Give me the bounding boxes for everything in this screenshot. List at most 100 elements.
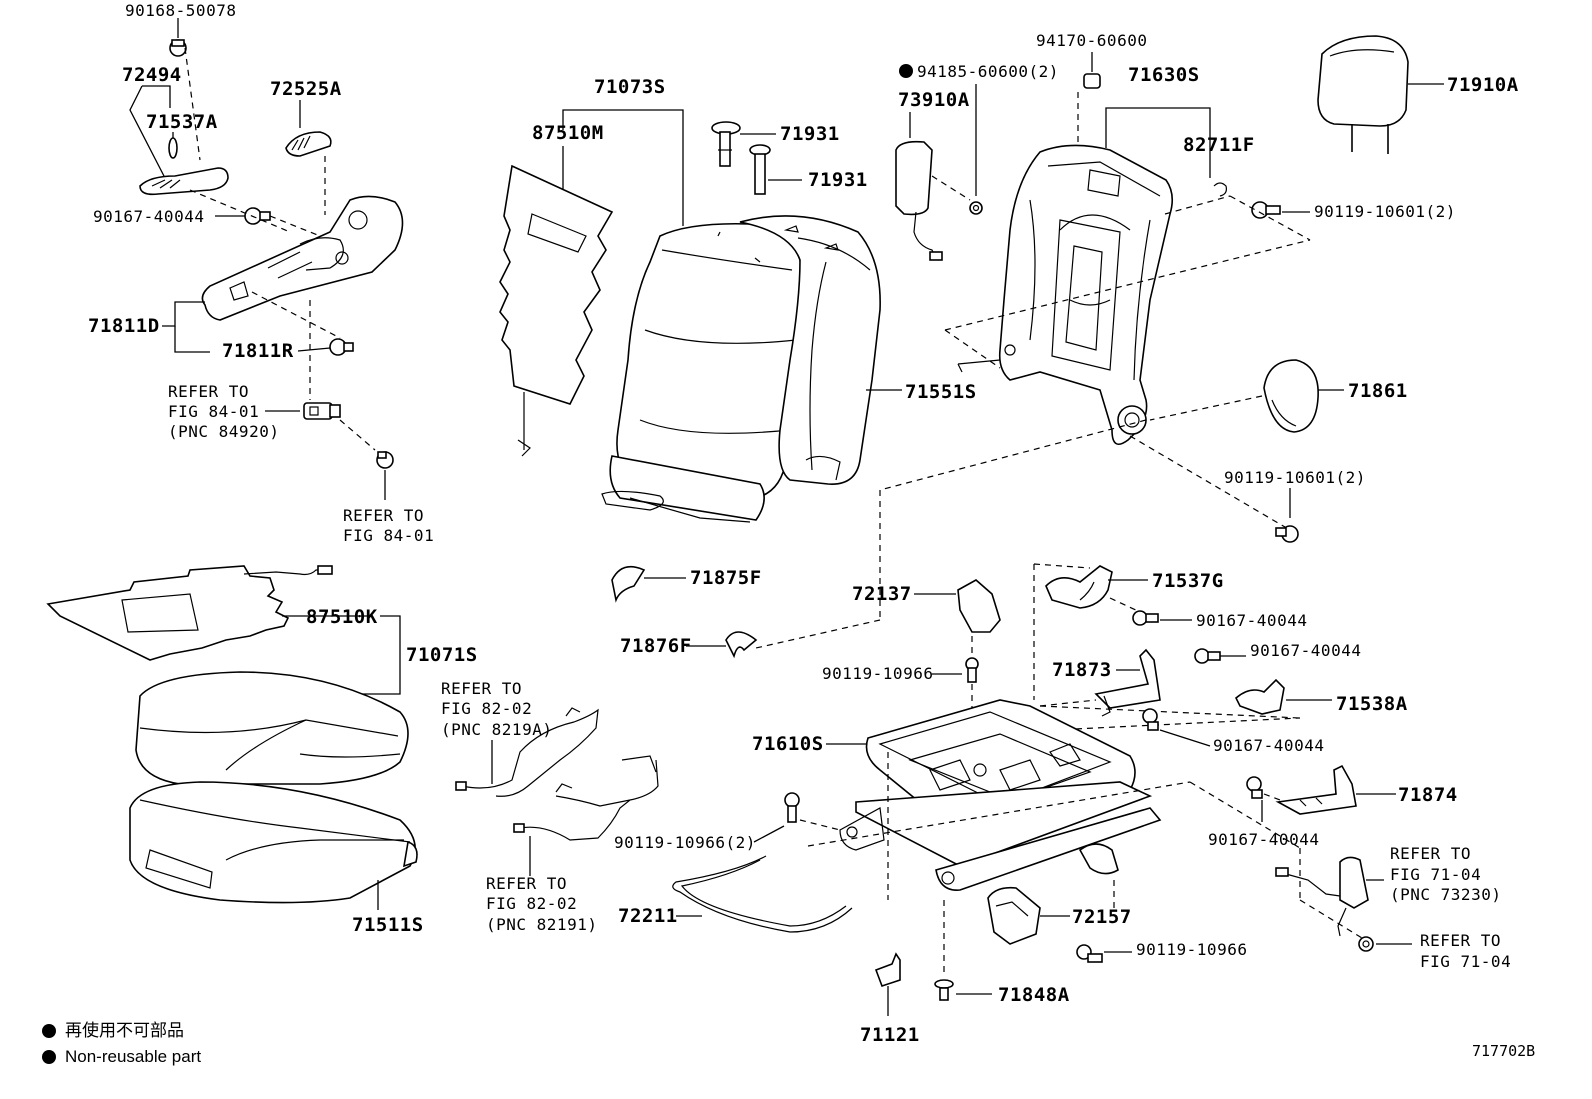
label-73910A: 73910A — [898, 89, 970, 111]
label-90119-10966-a: 90119-10966 — [822, 664, 933, 683]
nut-71-04 — [1358, 936, 1374, 952]
label-90119-10966-b: 90119-10966 — [1136, 940, 1247, 959]
label-90167-40044-c: 90167-40044 — [1250, 641, 1361, 660]
label-71874: 71874 — [1398, 784, 1458, 806]
wire-harness-82191 — [519, 755, 659, 841]
nut-94185-60600 — [969, 201, 983, 215]
side-airbag-group: 94185-60600(2) 73910A — [895, 62, 1058, 261]
label-71121: 71121 — [860, 1024, 920, 1046]
headrest-group: 71910A — [1317, 35, 1519, 154]
label-71873: 71873 — [1052, 659, 1112, 681]
cushion-cover-71071S — [135, 671, 409, 785]
legend-line-1: 再使用不可部品 — [65, 1020, 184, 1040]
label-94170-60600: 94170-60600 — [1036, 31, 1147, 50]
refer-84-01-a-line2: FIG 84-01 — [168, 402, 259, 421]
label-72525A: 72525A — [270, 78, 342, 100]
legend-dot-1 — [42, 1024, 56, 1038]
label-72494: 72494 — [122, 64, 182, 86]
label-90119-10966-2: 90119-10966(2) — [614, 833, 756, 852]
bolt-90168-50078 — [169, 39, 187, 57]
armrest-cover-72494 — [139, 167, 229, 196]
bracket-71873 — [1094, 648, 1161, 709]
refer-71-04-b-line1: REFER TO — [1420, 931, 1501, 950]
refer-71-04-a-line1: REFER TO — [1390, 844, 1471, 863]
label-90167-40044-a: 90167-40044 — [93, 207, 204, 226]
bolt-90119-10966-b — [1076, 944, 1103, 963]
headrest-guide-71931-b — [749, 144, 771, 195]
label-71551S: 71551S — [905, 381, 977, 403]
label-71511S: 71511S — [352, 914, 424, 936]
switch-connector-84920 — [303, 402, 341, 420]
bolt-90167-40044-d — [1142, 708, 1159, 731]
armrest-bracket-71811D — [201, 195, 404, 321]
label-71811D: 71811D — [88, 315, 160, 337]
bracket-71874 — [1275, 764, 1357, 815]
bracket-71121 — [874, 952, 901, 988]
bolt-90119-10966-2 — [784, 792, 800, 823]
label-90119-10601-a: 90119-10601(2) — [1314, 202, 1456, 221]
label-71630S: 71630S — [1128, 64, 1200, 86]
label-71610S: 71610S — [752, 733, 824, 755]
refer-84-01-a-line1: REFER TO — [168, 382, 249, 401]
label-71848A: 71848A — [998, 984, 1070, 1006]
refer-82-02-a-line1: REFER TO — [441, 679, 522, 698]
recliner-cover-group: 71861 90119-10601(2) — [755, 359, 1407, 649]
headrest-71910A — [1317, 35, 1409, 127]
label-71537G: 71537G — [1152, 570, 1224, 592]
cover-72157 — [987, 886, 1041, 945]
refer-71-04-a-line3: (PNC 73230) — [1390, 885, 1501, 904]
bracket-71537G — [1045, 565, 1113, 609]
heater-mat-87510M — [499, 164, 614, 405]
refer-82-02-b-line1: REFER TO — [486, 874, 567, 893]
label-71931-b: 71931 — [808, 169, 868, 191]
refer-82-02-a-line3: (PNC 8219A) — [441, 720, 552, 739]
label-90167-40044-e: 90167-40044 — [1208, 830, 1319, 849]
refer-84-01-a-line3: (PNC 84920) — [168, 422, 279, 441]
headrest-guide-71931-a — [711, 121, 741, 167]
refer-84-01-b-line2: FIG 84-01 — [343, 526, 434, 545]
label-71931-a: 71931 — [780, 123, 840, 145]
label-71537A: 71537A — [146, 111, 218, 133]
label-71875F: 71875F — [690, 567, 762, 589]
label-87510M: 87510M — [532, 122, 604, 144]
bolt-90167-40044-e — [1246, 776, 1263, 799]
figure-code: 717702B — [1472, 1042, 1535, 1060]
label-71073S: 71073S — [594, 76, 666, 98]
nut-94170-60600 — [1083, 73, 1101, 89]
airbag-module-73910A — [895, 140, 933, 216]
cushion-pad-71511S — [129, 781, 416, 904]
bolt-90167-40044-b — [1132, 610, 1159, 626]
label-90168-50078: 90168-50078 — [125, 1, 236, 20]
label-90167-40044-b: 90167-40044 — [1196, 611, 1307, 630]
label-72211: 72211 — [618, 905, 678, 927]
bolt-90119-10601-a — [1251, 201, 1281, 219]
cover-71875F — [611, 565, 646, 603]
cover-71876F — [725, 631, 758, 659]
bolt-90167-40044-c — [1194, 648, 1221, 664]
label-72157: 72157 — [1072, 906, 1132, 928]
seatback-cover-group: 71073S 87510M 71551S 71931 — [499, 76, 977, 523]
clip-71848A — [934, 979, 954, 1001]
bolt-71811R — [329, 338, 354, 356]
label-71071S: 71071S — [406, 644, 478, 666]
refer-71-04-a-line2: FIG 71-04 — [1390, 865, 1481, 884]
label-71538A: 71538A — [1336, 693, 1408, 715]
label-82711F: 82711F — [1183, 134, 1255, 156]
refer-71-04-b-line2: FIG 71-04 — [1420, 952, 1511, 971]
label-71876F: 71876F — [620, 635, 692, 657]
legend-dot-2 — [42, 1050, 56, 1064]
wire-72211 — [672, 855, 853, 933]
label-90167-40044-d: 90167-40044 — [1213, 736, 1324, 755]
bolt-84-01 — [376, 451, 394, 469]
armrest-group: 90168-50078 72494 71537A 72525A 90167-40… — [88, 1, 434, 545]
seatback-cover-71073S — [616, 222, 807, 501]
cover-72137 — [957, 579, 1001, 633]
label-71811R: 71811R — [222, 340, 294, 362]
wire-harness-8219A — [461, 708, 599, 797]
legend: 再使用不可部品 Non-reusable part — [42, 1020, 201, 1066]
hinge-covers-group: 71875F 71876F — [611, 565, 762, 659]
bolt-90119-10601-b — [1275, 525, 1299, 543]
bracket-71538A — [1235, 678, 1285, 715]
label-71910A: 71910A — [1447, 74, 1519, 96]
